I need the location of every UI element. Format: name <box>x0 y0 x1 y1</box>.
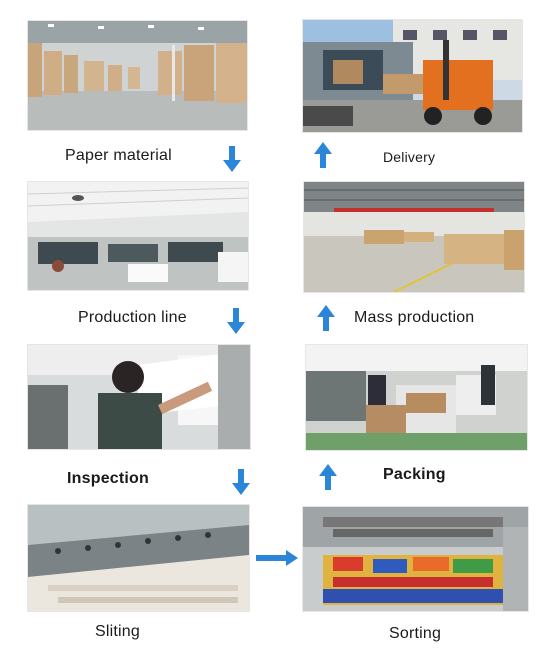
step-label-paper-material: Paper material <box>65 147 172 164</box>
step-label-production-line: Production line <box>78 309 187 326</box>
photo-sliting <box>27 504 250 612</box>
arrow-down-icon <box>232 469 250 495</box>
step-label-inspection: Inspection <box>67 470 150 487</box>
photo-sorting <box>302 506 529 612</box>
step-label-packing: Packing <box>383 466 446 483</box>
step-label-delivery: Delivery <box>383 149 436 165</box>
arrow-up-icon <box>319 464 337 490</box>
arrow-up-icon <box>317 305 335 331</box>
arrow-down-icon <box>223 146 241 172</box>
step-label-sliting: Sliting <box>95 623 140 640</box>
photo-packing <box>305 344 528 451</box>
step-label-mass-production: Mass production <box>354 309 475 326</box>
arrow-down-icon <box>227 308 245 334</box>
step-label-sorting: Sorting <box>389 625 442 642</box>
photo-delivery <box>302 19 523 133</box>
arrow-up-icon <box>314 142 332 168</box>
arrow-right-icon <box>256 550 298 566</box>
photo-inspection <box>27 344 251 450</box>
photo-mass-production <box>303 181 525 293</box>
photo-production-line <box>27 181 249 291</box>
photo-paper-material <box>27 20 248 131</box>
